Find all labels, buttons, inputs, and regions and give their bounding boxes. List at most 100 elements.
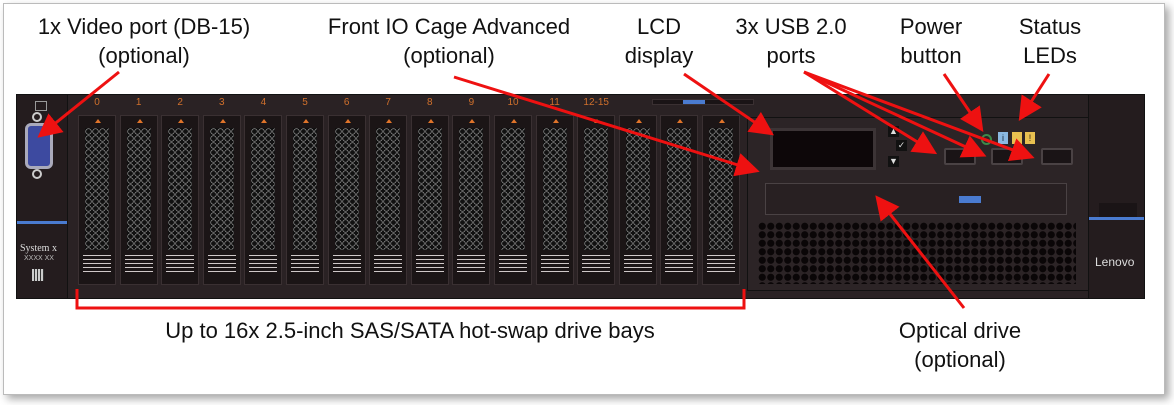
drive-mesh	[126, 128, 151, 250]
blue-stripe	[1089, 217, 1144, 220]
brand-logo: Lenovo	[1095, 255, 1135, 269]
drive-bay[interactable]	[452, 115, 491, 285]
drive-label	[415, 252, 444, 272]
drive-activity-led-icon	[136, 119, 143, 123]
drive-activity-led-icon	[719, 119, 725, 123]
drive-mesh	[709, 128, 733, 250]
arrow-front-io	[453, 75, 760, 177]
arrow-leds	[1018, 73, 1051, 122]
label-front-io-cage: Front IO Cage Advanced(optional)	[327, 14, 571, 68]
pull-tab	[1099, 203, 1137, 217]
drive-bay[interactable]	[410, 115, 449, 285]
drive-activity-led-icon	[511, 119, 517, 123]
right-rack-ear: Lenovo	[1088, 95, 1144, 298]
optical-eject-button[interactable]	[959, 196, 981, 203]
bay-number: 0	[94, 97, 100, 108]
bay-number: 7	[385, 97, 391, 108]
drive-bay[interactable]	[369, 115, 408, 285]
label-optical-drive: Optical drive(optional)	[898, 318, 1022, 372]
fault-led-icon: !	[1025, 132, 1035, 144]
arrow-video-port	[37, 70, 120, 138]
drive-label	[540, 252, 569, 272]
drive-activity-led-icon	[344, 119, 351, 123]
info-led-icon: i	[998, 132, 1008, 144]
drive-bay[interactable]	[327, 115, 366, 285]
drive-activity-led-icon	[178, 119, 185, 123]
lcd-down-button[interactable]: ▼	[888, 156, 899, 167]
locator-led-icon	[1012, 132, 1022, 144]
drive-label	[207, 252, 236, 272]
lcd-select-button[interactable]: ✓	[896, 140, 907, 151]
drive-activity-led-icon	[303, 119, 309, 123]
drive-mesh	[334, 128, 359, 250]
usb-port-3[interactable]	[1041, 148, 1073, 165]
drive-label	[374, 252, 403, 272]
lcd-up-button[interactable]: ▲	[888, 126, 899, 137]
callout-arrows	[37, 70, 1051, 310]
bay-number: 3	[219, 97, 225, 108]
model-number: XXXX XX	[24, 255, 54, 262]
blue-stripe	[17, 221, 67, 224]
drive-bays-bracket	[75, 289, 746, 310]
drive-mesh	[417, 128, 442, 250]
optical-drive	[765, 183, 1067, 215]
bay-number: 12-15	[583, 97, 609, 108]
bay-number: 2	[177, 97, 183, 108]
drive-bay[interactable]	[577, 115, 616, 285]
drive-activity-led-icon	[219, 119, 226, 123]
drive-mesh	[293, 128, 317, 250]
drive-label	[332, 252, 361, 272]
drive-bay[interactable]	[702, 115, 740, 285]
drive-mesh	[209, 128, 234, 250]
drive-label	[166, 252, 195, 272]
bay-handle-slider	[652, 99, 754, 105]
drive-label	[83, 252, 111, 272]
drive-activity-led-icon	[552, 119, 559, 123]
screw-icon	[32, 169, 42, 179]
bay-number: 8	[427, 97, 433, 108]
drive-label	[623, 252, 652, 272]
diagram-frame: 1x Video port (DB-15)(optional) Front IO…	[3, 3, 1165, 395]
drive-bay[interactable]	[161, 115, 200, 285]
qr-code-icon	[32, 269, 44, 281]
arrow-usb-2	[803, 70, 987, 158]
arrow-power	[942, 73, 984, 132]
drive-bay[interactable]	[494, 115, 532, 285]
drive-mesh	[376, 128, 401, 250]
drive-mesh	[584, 128, 609, 250]
drive-label	[665, 252, 694, 272]
drive-bay[interactable]	[78, 115, 116, 285]
drive-bay[interactable]	[618, 115, 657, 285]
label-video-port: 1x Video port (DB-15)(optional)	[37, 14, 251, 68]
lcd-display	[770, 128, 876, 170]
drive-bay[interactable]	[202, 115, 241, 285]
drive-mesh	[168, 128, 193, 250]
bay-number: 10	[507, 97, 519, 108]
drive-activity-led-icon	[469, 119, 476, 123]
drive-bay[interactable]	[244, 115, 283, 285]
drive-activity-led-icon	[427, 119, 434, 123]
drive-label	[582, 252, 611, 272]
drive-label	[707, 252, 735, 272]
drive-mesh	[459, 128, 484, 250]
drive-bay[interactable]	[286, 115, 324, 285]
drive-mesh	[501, 128, 525, 250]
arrow-lcd	[683, 72, 774, 136]
drive-bay[interactable]	[119, 115, 158, 285]
drive-activity-led-icon	[677, 119, 684, 123]
arrow-usb-1	[803, 70, 938, 155]
video-port-icon	[35, 101, 47, 111]
drive-activity-led-icon	[95, 119, 101, 123]
label-drive-bays: Up to 16x 2.5-inch SAS/SATA hot-swap dri…	[165, 318, 655, 343]
drive-mesh	[251, 128, 276, 250]
drive-label	[457, 252, 486, 272]
bay-number: 5	[302, 97, 308, 108]
drive-label	[291, 252, 319, 272]
drive-bay[interactable]	[535, 115, 574, 285]
bay-number: 11	[549, 97, 560, 108]
drive-label	[249, 252, 278, 272]
